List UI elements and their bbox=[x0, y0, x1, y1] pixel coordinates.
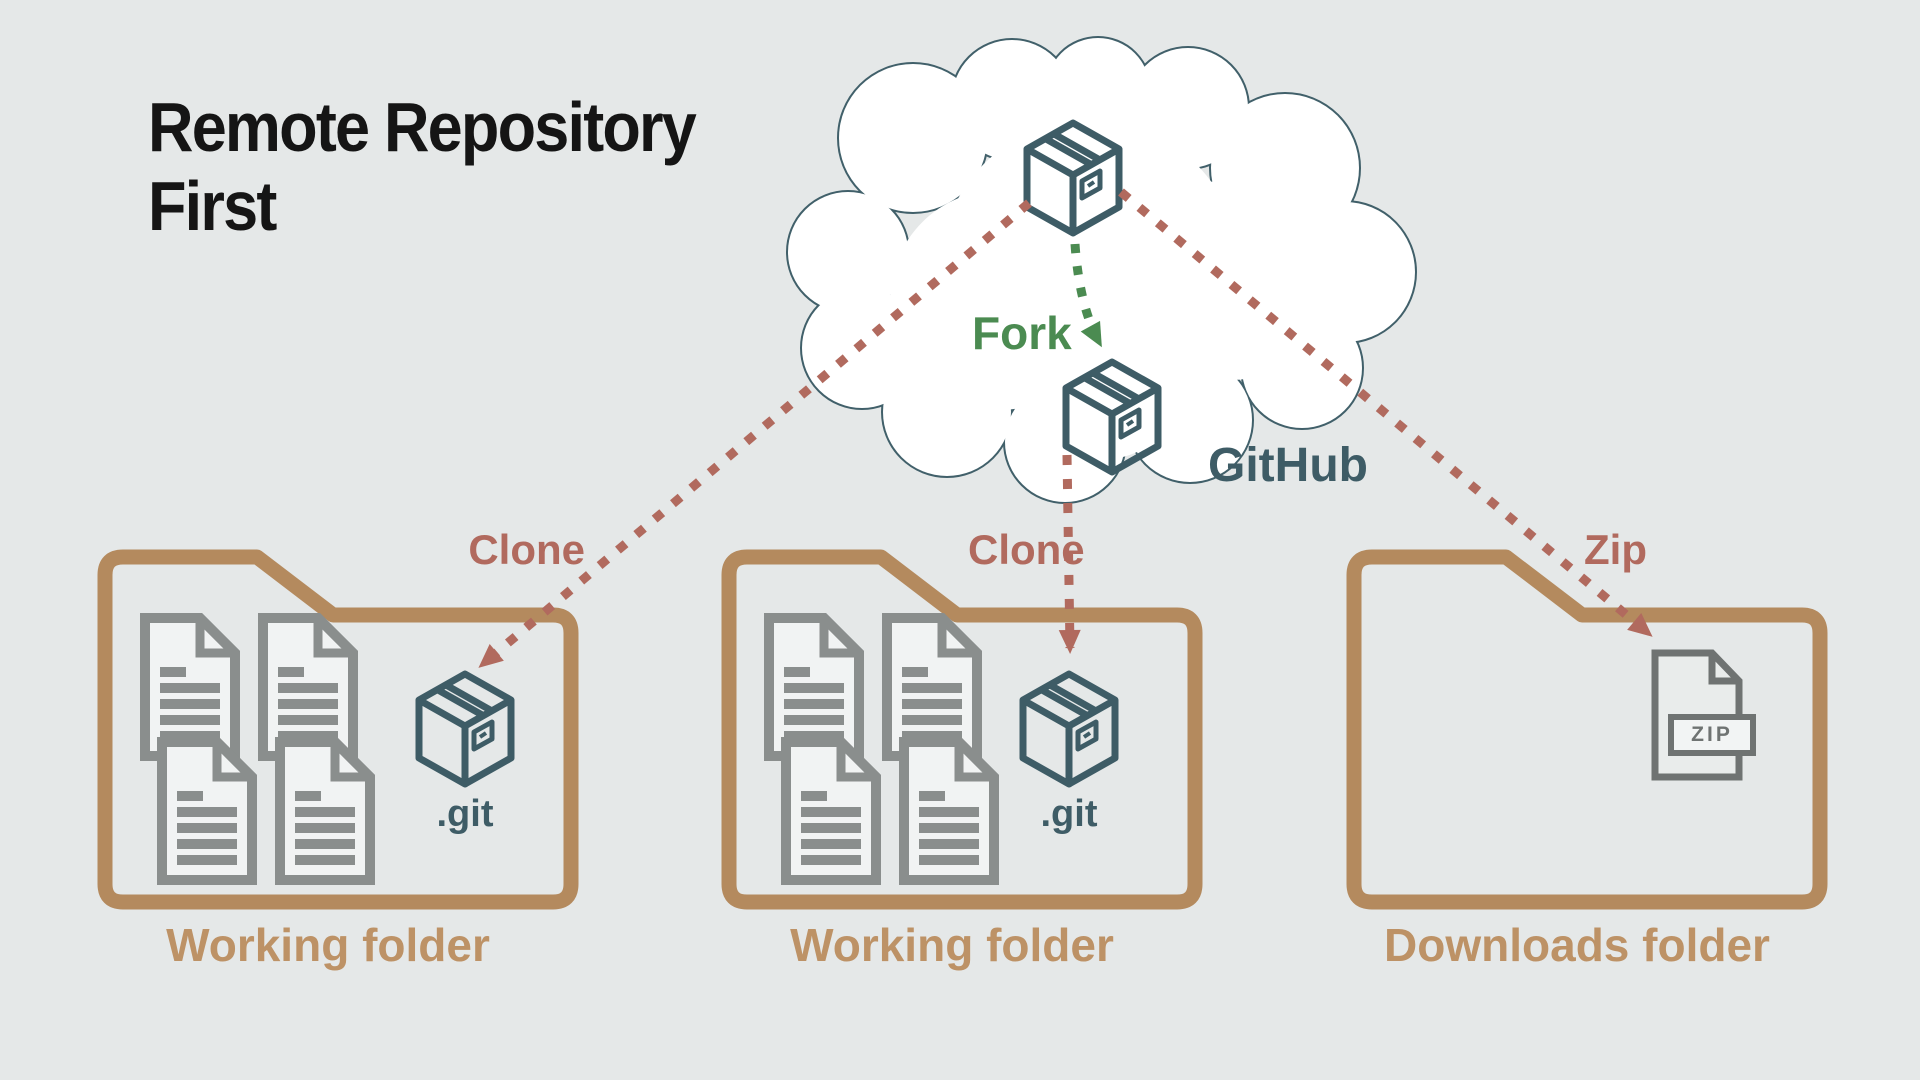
page-title-line2: First bbox=[148, 167, 277, 246]
document-icon bbox=[263, 618, 353, 756]
page-title-line1: Remote Repository bbox=[148, 88, 697, 166]
document-icon bbox=[887, 618, 977, 756]
zip-arrow bbox=[1118, 188, 1653, 637]
git-repo-icon-folder1 bbox=[419, 674, 511, 784]
page-title: Remote Repository First bbox=[148, 88, 697, 246]
github-cloud bbox=[786, 36, 1417, 504]
clone-arrow-middle bbox=[1058, 454, 1081, 654]
zip-file-badge: ZIP bbox=[1668, 714, 1756, 756]
git-label-folder2: .git bbox=[1040, 793, 1098, 835]
document-icon bbox=[280, 742, 370, 880]
github-cloud-label: GitHub bbox=[1208, 439, 1368, 492]
git-repo-icon-folder2 bbox=[1023, 674, 1115, 784]
working-folder-1-documents bbox=[145, 618, 370, 880]
git-label-folder1: .git bbox=[436, 793, 494, 835]
fork-arrow-label: Fork bbox=[972, 307, 1072, 359]
working-folder-2-documents bbox=[769, 618, 994, 880]
zip-arrow-label: Zip bbox=[1584, 526, 1647, 573]
fork-arrow bbox=[1070, 243, 1103, 348]
working-folder-1-label: Working folder bbox=[166, 919, 490, 971]
document-icon bbox=[162, 742, 252, 880]
working-folder-2-label: Working folder bbox=[790, 919, 1114, 971]
document-icon bbox=[145, 618, 235, 756]
downloads-folder-label: Downloads folder bbox=[1384, 919, 1770, 971]
document-icon bbox=[769, 618, 859, 756]
document-icon bbox=[904, 742, 994, 880]
document-icon bbox=[786, 742, 876, 880]
clone-left-arrow-label: Clone bbox=[468, 526, 585, 573]
clone-middle-arrow-label: Clone bbox=[968, 526, 1085, 573]
